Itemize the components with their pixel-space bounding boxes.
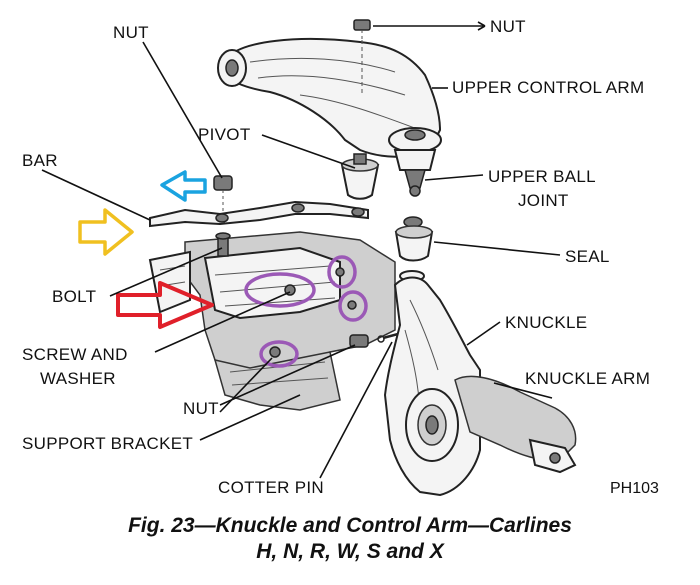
caption-line-2: H, N, R, W, S and X	[256, 540, 445, 563]
label-knuckle: KNUCKLE	[505, 313, 587, 332]
leader-lines	[41, 21, 561, 479]
label-nut-top-right: NUT	[490, 17, 526, 36]
caption-line-1: Fig. 23—Knuckle and Control Arm—Carlines	[128, 514, 572, 537]
blue-arrow	[160, 170, 207, 202]
red-arrow	[116, 281, 214, 329]
label-nut-bottom: NUT	[183, 399, 219, 418]
purple-circle-bolt	[244, 272, 316, 308]
cotter-pin-part	[377, 332, 399, 343]
upper-ball-joint	[388, 127, 442, 197]
label-support-bracket: SUPPORT BRACKET	[22, 434, 193, 453]
label-upper-ball-joint-2: JOINT	[518, 191, 569, 210]
label-nut-top-left: NUT	[113, 23, 149, 42]
label-screw-and: SCREW AND	[22, 345, 128, 364]
label-washer: WASHER	[40, 369, 116, 388]
purple-circle-mid-right	[338, 290, 368, 322]
label-knuckle-arm: KNUCKLE ARM	[525, 369, 650, 388]
label-upper-ball-joint-1: UPPER BALL	[488, 167, 596, 186]
bar-nut	[213, 175, 233, 212]
seal-part	[394, 216, 434, 262]
upper-control-arm	[217, 38, 442, 158]
stabilizer-bar	[149, 200, 369, 228]
top-nut	[353, 19, 371, 42]
support-bracket-part	[148, 231, 396, 411]
label-bolt: BOLT	[52, 287, 96, 306]
purple-circle-bottom	[259, 340, 299, 368]
label-cotter-pin: COTTER PIN	[218, 478, 324, 497]
pivot-bushing	[340, 153, 380, 200]
purple-circle-top-right	[327, 255, 357, 289]
label-seal: SEAL	[565, 247, 610, 266]
yellow-arrow	[78, 208, 134, 256]
label-bar: BAR	[22, 151, 58, 170]
label-upper-control-arm: UPPER CONTROL ARM	[452, 78, 644, 97]
label-pivot: PIVOT	[198, 125, 251, 144]
figure-code: PH103	[610, 480, 659, 497]
knuckle-part	[383, 276, 577, 497]
